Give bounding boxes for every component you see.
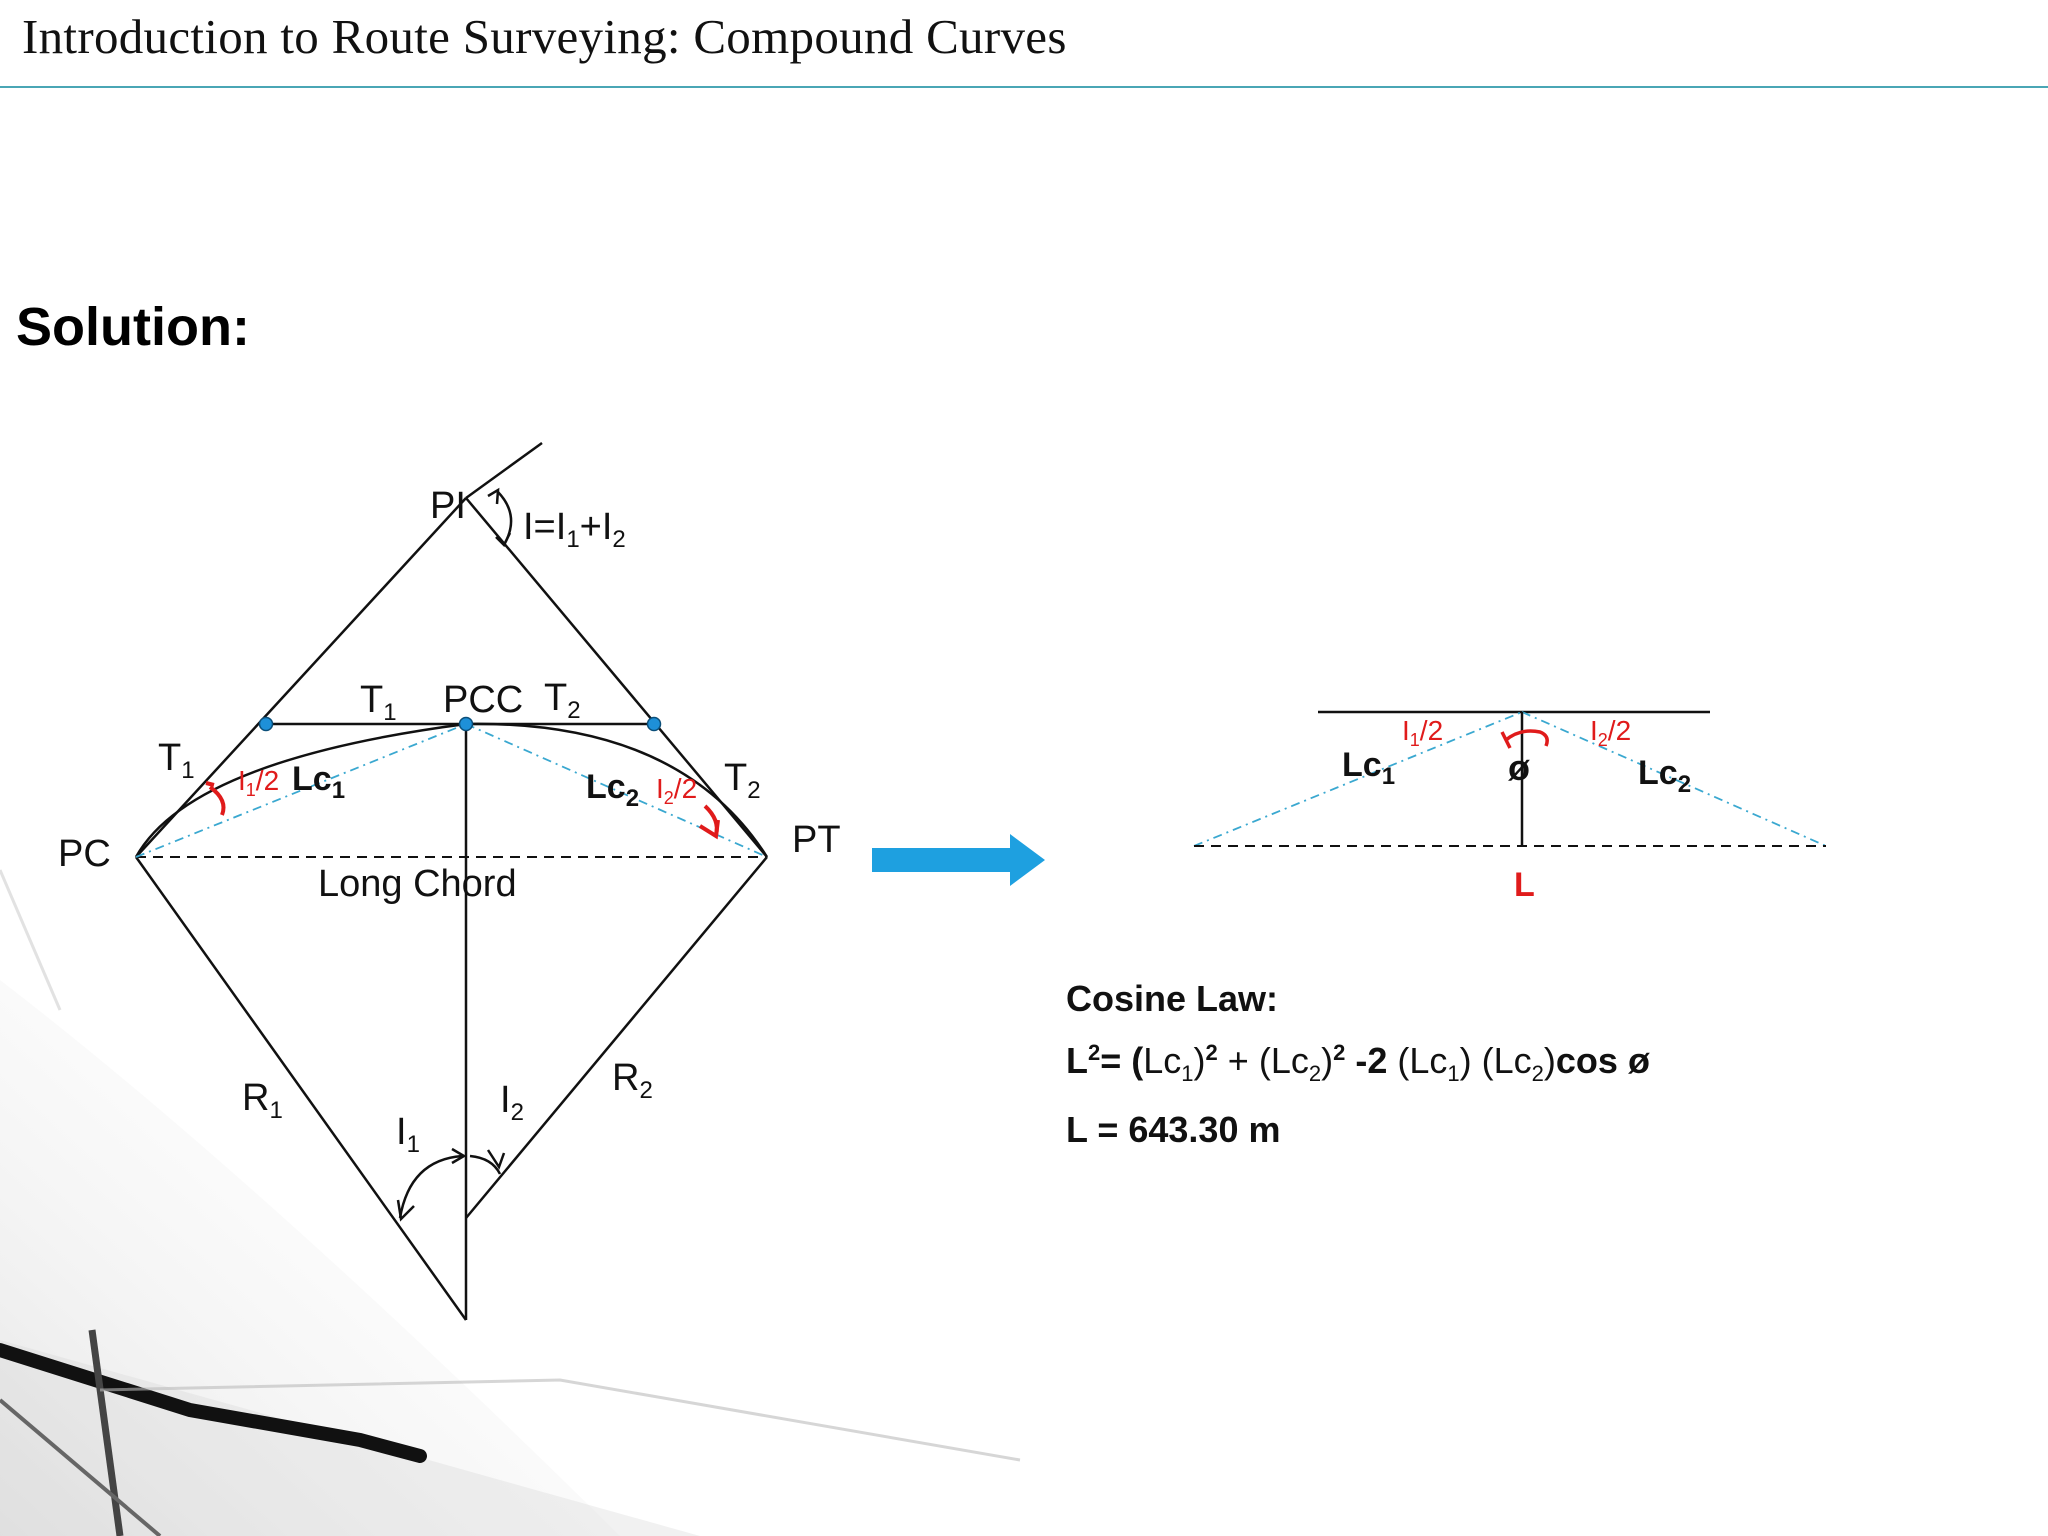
curve-arc-2 — [465, 722, 769, 858]
label-t1-left: T1 — [158, 737, 195, 784]
label-pc: PC — [58, 833, 111, 875]
label-tri-lc2: Lc2 — [1638, 754, 1691, 798]
solution-heading: Solution: — [16, 297, 250, 357]
label-tri-i2-half: I2/2 — [1590, 715, 1631, 750]
arrow-head-i2-a — [486, 1149, 506, 1170]
label-pcc: PCC — [443, 679, 523, 721]
eq-mid: ) ( — [1459, 1040, 1494, 1081]
label-i2: I2 — [500, 1079, 524, 1126]
eq-sub2b: 2 — [1531, 1061, 1544, 1087]
arrow-mark-i2-half — [698, 819, 720, 840]
label-pt: PT — [792, 819, 841, 861]
cosine-law-block: Cosine Law: L2= (Lc1)2 + (Lc2)2 -2 (Lc1)… — [1066, 978, 1650, 1151]
label-r2: R2 — [612, 1057, 653, 1104]
label-i1: I1 — [396, 1111, 420, 1158]
slide-title: Introduction to Route Surveying: Compoun… — [22, 9, 1067, 64]
chord-lc1 — [135, 723, 467, 858]
label-i2-half: I2/2 — [656, 773, 697, 808]
eq-sub2: 2 — [1308, 1061, 1322, 1087]
triangle-diagram — [1193, 710, 1827, 847]
tangent-point-1 — [258, 716, 274, 732]
triangle-right-side — [1521, 711, 1827, 847]
eq-lc1: Lc — [1143, 1040, 1182, 1081]
arrow-head-i-top — [487, 487, 500, 505]
label-long-chord: Long Chord — [318, 863, 517, 905]
eq-lc1b: Lc — [1409, 1040, 1448, 1081]
header-divider — [0, 86, 2048, 88]
angle-arc-i2 — [469, 1154, 502, 1175]
eq-sq: 2 — [1088, 1040, 1101, 1065]
eq-sub1b: 1 — [1447, 1061, 1460, 1087]
label-t2-top: T2 — [544, 677, 581, 724]
points — [258, 716, 662, 732]
angle-arc-i1 — [398, 1154, 463, 1219]
curve-arc-1 — [134, 722, 467, 858]
eq-plus: + ( — [1217, 1040, 1271, 1081]
eq-close2: ) — [1321, 1040, 1334, 1081]
label-lc1: Lc1 — [292, 760, 345, 804]
cosine-law-equation: L2= (Lc1)2 + (Lc2)2 -2 (Lc1) (Lc2)cos ø — [1066, 1040, 1650, 1087]
eq-lc2: Lc — [1270, 1040, 1309, 1081]
label-t2-right: T2 — [724, 757, 761, 804]
angle-mark-i1-half — [208, 785, 226, 816]
arrow-mark-i1-half — [205, 781, 215, 787]
tangent-extension — [465, 441, 543, 500]
eq-cos: cos ø — [1555, 1040, 1650, 1081]
tangent-line-back — [135, 497, 467, 858]
angle-marks — [396, 487, 513, 1222]
label-i-total: I=I1+I2 — [523, 506, 626, 553]
cosine-law-title: Cosine Law: — [1066, 978, 1279, 1019]
eq-sq1: 2 — [1205, 1040, 1218, 1065]
radius-r2 — [465, 856, 768, 1219]
label-t1-top: T1 — [360, 679, 397, 726]
red-angle-marks — [205, 781, 720, 840]
label-tri-phi: ø — [1508, 747, 1530, 788]
tangent-point-2 — [646, 716, 662, 732]
phi-angle-mark — [1504, 729, 1549, 747]
arrow-head-i-bottom — [495, 532, 512, 548]
eq-open3: ( — [1387, 1040, 1410, 1081]
eq-lc2b: Lc — [1493, 1040, 1532, 1081]
eq-minus2: -2 — [1345, 1040, 1388, 1081]
eq-close3: ) — [1543, 1040, 1556, 1081]
label-tri-l: L — [1514, 866, 1535, 904]
label-i1-half: I1/2 — [238, 765, 279, 800]
pcc-point — [458, 716, 474, 732]
label-pi: PI — [430, 485, 466, 527]
label-tri-i1-half: I1/2 — [1402, 715, 1443, 750]
label-tri-lc1: Lc1 — [1342, 746, 1395, 790]
triangle-left-side — [1193, 711, 1523, 847]
eq-lhs: L — [1066, 1040, 1088, 1081]
radius-r1 — [134, 856, 468, 1321]
transform-arrow-icon — [872, 834, 1045, 886]
eq-equals: = ( — [1100, 1040, 1144, 1081]
eq-sq2: 2 — [1333, 1040, 1346, 1065]
label-r1: R1 — [242, 1077, 283, 1124]
eq-sub1: 1 — [1181, 1061, 1194, 1087]
label-lc2: Lc2 — [586, 768, 639, 812]
eq-close1: ) — [1193, 1040, 1206, 1081]
result-equation: L = 643.30 m — [1066, 1109, 1281, 1151]
phi-arrow-mark — [1500, 731, 1512, 749]
arrow-head-i1-b — [451, 1147, 467, 1165]
arrow-head-i1-a — [396, 1199, 415, 1222]
